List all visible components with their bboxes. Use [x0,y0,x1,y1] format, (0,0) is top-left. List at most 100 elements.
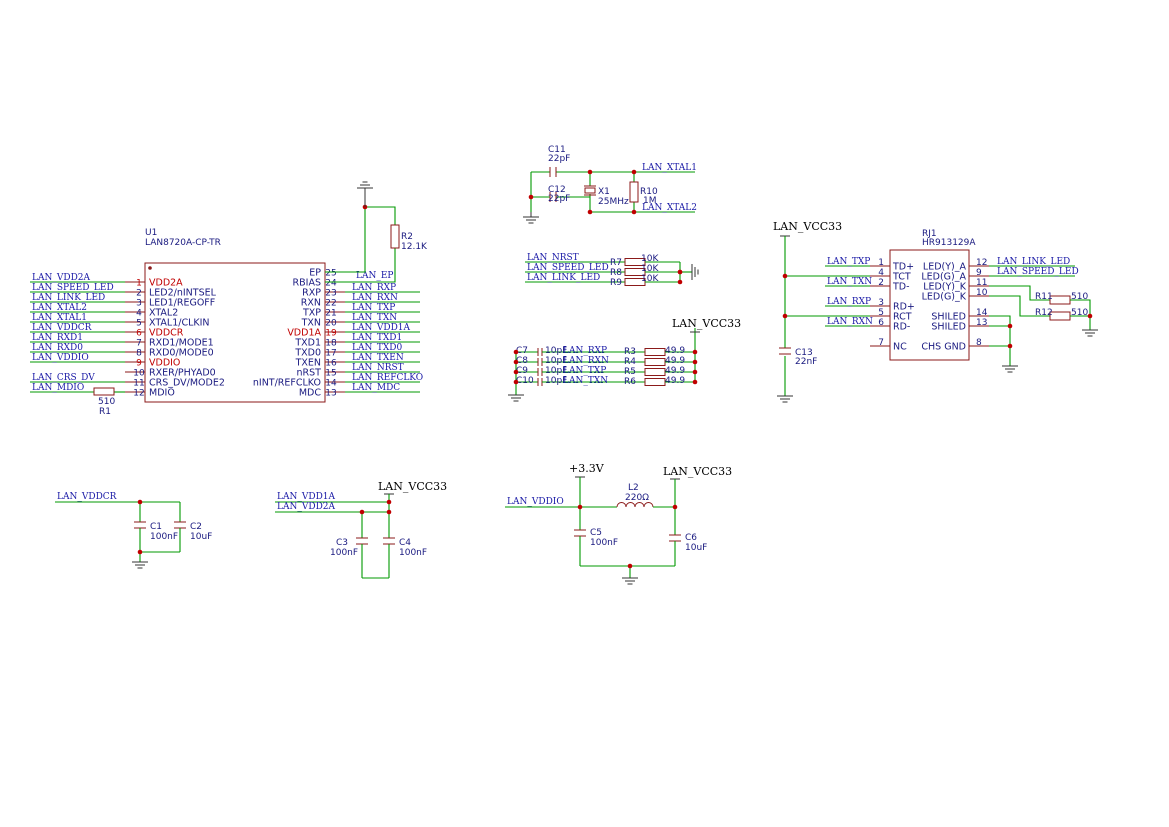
l2-inductor [616,502,654,508]
termination-resistor [644,348,666,356]
ground-symbol [1002,365,1018,373]
net-label: LAN_RXN [563,356,609,366]
r10-value: 1M [643,196,657,206]
net-label: LAN_TXP [563,366,606,376]
net-label: LAN_VDDCR [32,323,92,333]
termination-res-ref: R3 [624,347,636,357]
net-label: LAN_TXN [563,376,608,386]
termination-res-value: 49.9 [665,376,685,386]
u1-pin-name: CRS_DV/MODE2 [149,378,225,389]
pullup-value: 10K [641,274,659,284]
termination-cap-ref: C7 [516,346,528,356]
u1-pin-number: 16 [325,359,337,369]
u1-pin-number: 10 [133,369,145,379]
termination-res-ref: R6 [624,377,636,387]
r10-resistor [629,181,639,203]
ground-symbol [357,181,373,207]
u1-pin-name: VDD1A [287,328,321,339]
u1-pin-name: TXD0 [294,348,321,359]
u1-pin-name: EP [309,268,321,279]
rj1-pin-name: TD- [892,282,910,293]
c12-ref: C12 [548,185,566,195]
termination-resistor [644,368,666,376]
net-label: LAN_XTAL1 [32,313,87,323]
termination-res-value: 49.9 [665,346,685,356]
rj1-pin-name: LED(Y)_K [923,282,967,293]
pullup-ref: R8 [610,268,622,278]
r11-ref: R11 [1035,292,1053,302]
net-label: LAN_TXD0 [352,343,402,353]
u1-pin-name: XTAL1/CLKIN [149,318,210,329]
u1-pin-number: 9 [136,359,142,369]
u1-pin-name: VDDCR [149,328,184,339]
rj1-pin-number: 6 [878,318,884,328]
rj1-pin-number: 9 [976,268,982,278]
crystal-block: C11 22pF C12 22pF X1 25MHz R10 1M LAN_XT… [523,145,697,224]
ground-symbol [508,394,524,402]
u1-pin-number: 24 [325,279,337,289]
r2-resistor [390,224,400,249]
termination-cap-ref: C10 [516,376,534,386]
rj1-pin-number: 8 [976,338,982,348]
rj1-pin-name: RCT [893,312,912,323]
r2-value: 12.1K [401,242,428,252]
c11-value: 22pF [548,154,570,164]
u1-pin-name: RXN [301,298,321,309]
x1-value: 25MHz [598,197,629,207]
u1-pin-number: 18 [325,339,337,349]
r11-value: 510 [1071,292,1088,302]
power-label-vcc33: LAN_VCC33 [663,465,732,478]
vdda-decoupling: LAN_VCC33 LAN_VDD1A LAN_VDD2A C3 100nF C… [275,480,447,579]
rj1-pin-name: NC [893,342,907,353]
power-label-vcc33: LAN_VCC33 [672,317,741,330]
net-label-xtal2: LAN_XTAL2 [642,203,697,213]
rj1-pin-number: 7 [878,338,884,348]
rj1-pin-name: SHILED [931,312,966,323]
u1-pin-name: MDIO [149,388,175,399]
net-label: LAN_TXD1 [352,333,402,343]
c4-value: 100nF [399,548,427,558]
net-label: LAN_TXP [352,303,395,313]
ground-symbol [622,577,638,585]
u1-pin-number: 7 [136,339,142,349]
termination-cap-value: 10pF [545,346,567,356]
net-label: LAN_TXN [827,277,872,287]
net-label: LAN_RXP [827,297,871,307]
r10-ref: R10 [640,187,658,197]
net-label: LAN_RXP [563,346,607,356]
rj1-pin-name: LED(Y)_A [923,262,967,273]
net-label: LAN_NRST [352,363,404,373]
u1-pin-number: 19 [325,329,337,339]
u1-pin-name: TXN [301,318,321,329]
termination-cap-value: 10pF [545,376,567,386]
net-label-vddio: LAN_VDDIO [507,497,564,507]
rj1-pin-number: 5 [878,308,884,318]
c13-ref: C13 [795,348,813,358]
c1-value: 100nF [150,532,178,542]
u1-pin-name: RXD0/MODE0 [149,348,214,359]
net-label-vddcr: LAN_VDDCR [57,492,117,502]
rj1-body [889,249,970,361]
r2-ref: R2 [401,232,413,242]
u1-part: LAN8720A-CP-TR [145,238,221,248]
r1-resistor [93,387,115,396]
u1-pin-name: TXP [302,308,321,319]
net-label: LAN_MDC [352,383,400,393]
net-label: LAN_VDD1A [352,323,411,333]
u1-pin-name: VDD2A [149,278,183,289]
r12-resistor [1049,311,1071,321]
termination-resistor [644,358,666,366]
c5-value: 100nF [590,538,618,548]
u1-pin-number: 21 [325,309,336,319]
u1-pin-number: 8 [136,349,142,359]
r1-value: 510 [98,397,115,407]
net-label: LAN_RXD0 [32,343,83,353]
rj1-pin-number: 12 [976,258,987,268]
c4-ref: C4 [399,538,411,548]
ground-symbol [132,561,148,569]
rj1-pin-name: TD+ [892,262,914,273]
u1-pin-name: nRST [297,368,322,379]
u1-pin-name: RXP [302,288,321,299]
net-label: LAN_REFCLKO [352,373,423,383]
